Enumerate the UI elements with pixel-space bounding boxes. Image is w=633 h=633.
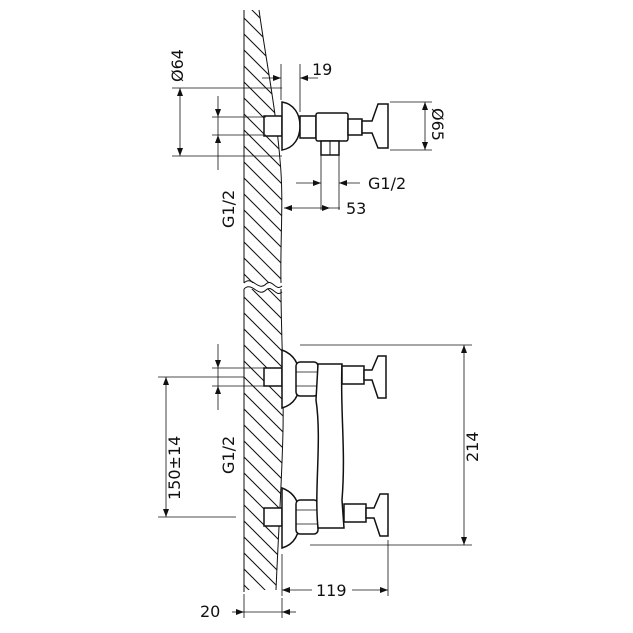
hatch-line (244, 289, 284, 306)
cross-handle (361, 103, 389, 149)
top-wall-thread-label: G1/2 (219, 190, 238, 228)
hatch-line (244, 289, 284, 322)
outlet-thread-label: G1/2 (368, 174, 406, 193)
wall-pipe-stub (263, 115, 283, 137)
hatch-line (244, 452, 284, 514)
hatch-line (244, 205, 282, 267)
hatch-line (244, 269, 282, 283)
hatch-line (244, 356, 284, 418)
hatch-line (244, 237, 282, 283)
wall-gap-label: 19 (312, 60, 332, 79)
dim-outlet-thread: G1/2 (296, 155, 406, 210)
lower-cross-handle (365, 493, 389, 537)
dim-wall-offset: 20 (200, 594, 296, 621)
lower-valve-housing (343, 503, 367, 523)
handle-diameter-label: Ø65 (428, 108, 447, 141)
hatch-line (244, 10, 282, 27)
height-label: 214 (463, 431, 482, 462)
hatch-line (244, 548, 284, 590)
upper-valve-housing (341, 365, 365, 385)
lower-nut (295, 499, 319, 535)
dim-top-wall-thread: G1/2 (212, 96, 266, 228)
mixer-body (315, 363, 345, 529)
hatch-line (244, 420, 284, 482)
hatch-line (244, 10, 282, 59)
hatch-line (244, 109, 282, 171)
hatch-line (244, 10, 282, 11)
hatch-line (244, 308, 284, 370)
hatch-line (240, 302, 300, 362)
hatch-line (244, 292, 284, 354)
connector-nut (299, 115, 317, 139)
hatch-line (244, 173, 282, 235)
hatch-line (244, 13, 282, 75)
wall-bottom-section (240, 288, 300, 633)
hatch-line (244, 45, 282, 107)
lower-wall-stub (263, 507, 283, 527)
hatch-line (240, 286, 300, 346)
hatch-line (244, 580, 284, 590)
valve-body (315, 112, 349, 142)
hatch-line (244, 404, 284, 466)
dim-depth: 119 (281, 540, 389, 600)
hatch-line (244, 61, 282, 123)
hatch-line (244, 500, 284, 562)
hatch-line (244, 189, 282, 251)
center-distance-label: 150±14 (165, 436, 184, 500)
dim-wall-gap: 19 (262, 60, 332, 112)
dim-height: 214 (300, 344, 482, 546)
dim-center-distance: 150±14 (158, 376, 244, 518)
hatch-line (244, 372, 284, 434)
hatch-line (244, 253, 282, 283)
bottom-mixer-front-view (263, 348, 389, 549)
hatch-line (244, 436, 284, 498)
wall-break-line (243, 280, 283, 294)
top-mixer-side-view (263, 101, 389, 156)
hatch-line (244, 157, 282, 219)
hatch-line (244, 324, 284, 386)
hatch-line (244, 388, 284, 450)
hatch-line (244, 532, 284, 590)
hatch-line (244, 289, 284, 338)
offset-label: 53 (346, 199, 366, 218)
hatch-line (244, 468, 284, 530)
hatch-line (240, 597, 300, 633)
flange (281, 101, 301, 151)
hatch-line (244, 10, 282, 43)
depth-label: 119 (316, 581, 347, 600)
bottom-wall-thread-label: G1/2 (219, 436, 238, 474)
upper-wall-stub (263, 367, 283, 387)
hatch-line (244, 289, 284, 290)
dim-offset: 53 (284, 199, 366, 218)
spindle (347, 118, 363, 136)
upper-nut (295, 361, 319, 397)
hatch-line (244, 564, 284, 590)
upper-cross-handle (363, 355, 387, 399)
dim-handle-diameter: Ø65 (390, 101, 447, 151)
flange-diameter-label: Ø64 (168, 49, 187, 82)
hatch-line (244, 141, 282, 203)
hatch-line (244, 221, 282, 283)
hatch-line (244, 516, 284, 578)
dim-flange-diameter: Ø64 (168, 49, 282, 157)
wall-offset-label: 20 (200, 602, 220, 621)
